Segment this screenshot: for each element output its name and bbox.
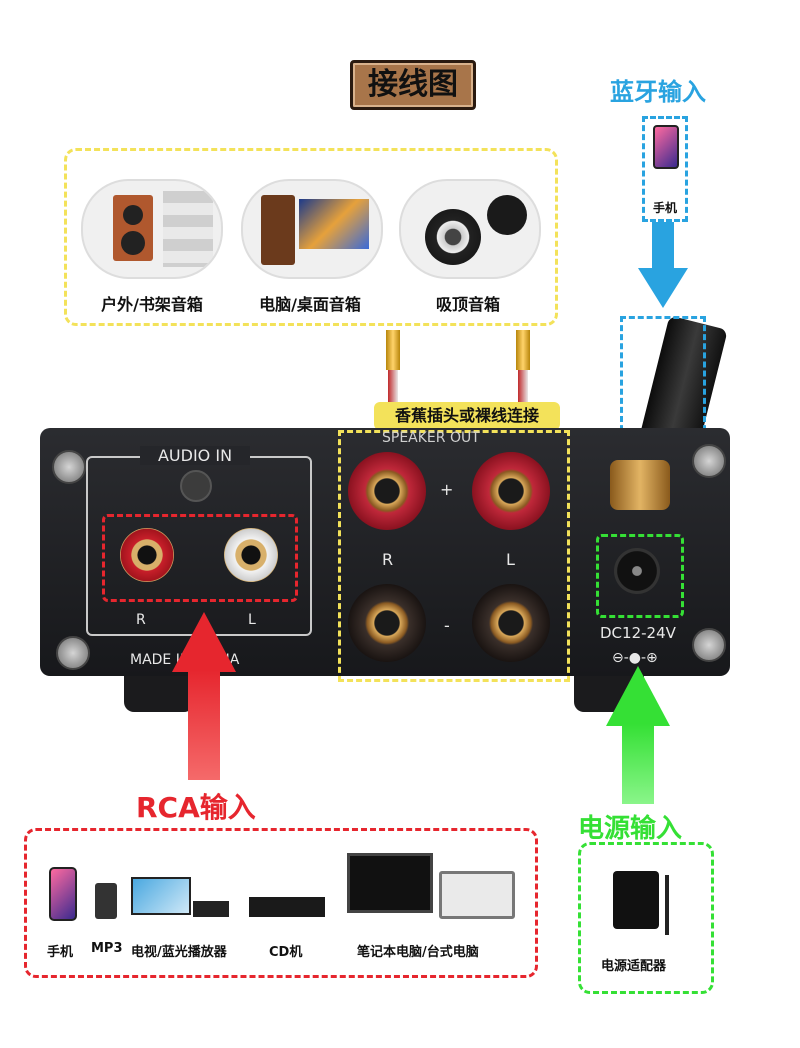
rca-r-label: R <box>136 612 146 628</box>
screw-icon <box>56 636 90 670</box>
rca-l-label: L <box>248 612 256 628</box>
knob-icon <box>180 470 212 502</box>
speaker-label-2: 电脑/桌面音箱 <box>259 295 361 314</box>
speaker-out-box <box>338 430 570 682</box>
binding-post-l-plus[interactable] <box>472 452 550 530</box>
rca-input-box <box>102 514 298 602</box>
speaker-wire-left <box>388 370 398 410</box>
rca-arrow <box>188 670 220 780</box>
dc-jack[interactable] <box>614 548 660 594</box>
speaker-thumb-1 <box>81 179 223 279</box>
bluetooth-input-title: 蓝牙输入 <box>610 78 706 106</box>
phone-icon <box>653 125 679 169</box>
desktop-speaker-icon <box>261 195 295 265</box>
power-adapter-icon <box>613 871 659 929</box>
speaker-wire-right <box>518 370 528 410</box>
bluetooth-arrow-head <box>638 268 688 308</box>
dc-jack-box <box>596 534 684 618</box>
rca-input-title: RCA输入 <box>136 791 256 824</box>
router-icon <box>193 901 229 917</box>
speakers-box: 户外/书架音箱 电脑/桌面音箱 吸顶音箱 <box>64 148 558 326</box>
tv-icon <box>131 877 191 915</box>
minus-label: - <box>444 616 450 635</box>
rca-arrow-head <box>172 612 236 672</box>
diagram-title: 接线图 <box>350 60 476 110</box>
bluetooth-phone-box: 手机 <box>642 116 688 222</box>
audio-in-label: AUDIO IN <box>140 446 250 465</box>
speaker-thumb-2 <box>241 179 383 279</box>
speaker-thumb-3 <box>399 179 541 279</box>
ceiling-speaker-icon <box>425 209 481 265</box>
amp-foot <box>124 676 194 712</box>
rca-jack-red[interactable] <box>120 528 174 582</box>
power-arrow-head <box>606 666 670 726</box>
laptop-icon <box>439 871 515 919</box>
polarity-icon: ⊖-●-⊕ <box>612 650 658 666</box>
speaker-connect-label: 香蕉插头或裸线连接 <box>374 402 560 430</box>
device-label-tv: 电视/蓝光播放器 <box>131 945 227 960</box>
bluetooth-arrow <box>652 222 674 270</box>
post-r-label: R <box>382 550 394 569</box>
screw-icon <box>692 628 726 662</box>
antenna-connector <box>610 460 670 510</box>
monitor-icon <box>347 853 433 913</box>
speaker-label-1: 户外/书架音箱 <box>101 295 203 314</box>
device-label-phone: 手机 <box>47 945 74 960</box>
dc-voltage-label: DC12-24V <box>600 624 676 642</box>
banana-plug-right <box>516 330 530 370</box>
binding-post-r-plus[interactable] <box>348 452 426 530</box>
power-cord-icon <box>665 875 669 935</box>
post-l-label: L <box>506 550 515 569</box>
device-label-cd: CD机 <box>269 945 303 960</box>
binding-post-l-minus[interactable] <box>472 584 550 662</box>
banana-plug-left <box>386 330 400 370</box>
cd-player-icon <box>249 897 325 917</box>
screw-icon <box>52 450 86 484</box>
speaker-out-label: SPEAKER OUT <box>382 430 480 446</box>
power-adapter-box: 电源适配器 <box>578 842 714 994</box>
power-adapter-label: 电源适配器 <box>601 959 667 974</box>
speaker-label-3: 吸顶音箱 <box>435 295 500 314</box>
device-label-computer: 笔记本电脑/台式电脑 <box>357 945 479 960</box>
binding-post-r-minus[interactable] <box>348 584 426 662</box>
rca-jack-white[interactable] <box>224 528 278 582</box>
device-label-mp3: MP3 <box>91 941 123 956</box>
power-arrow <box>622 724 654 804</box>
rca-devices-box: 手机 MP3 电视/蓝光播放器 CD机 笔记本电脑/台式电脑 <box>24 828 538 978</box>
power-input-title: 电源输入 <box>578 814 683 844</box>
bluetooth-phone-label: 手机 <box>652 201 677 215</box>
plus-label: + <box>440 480 454 499</box>
phone-icon <box>49 867 77 921</box>
mp3-icon <box>95 883 117 919</box>
screw-icon <box>692 444 726 478</box>
